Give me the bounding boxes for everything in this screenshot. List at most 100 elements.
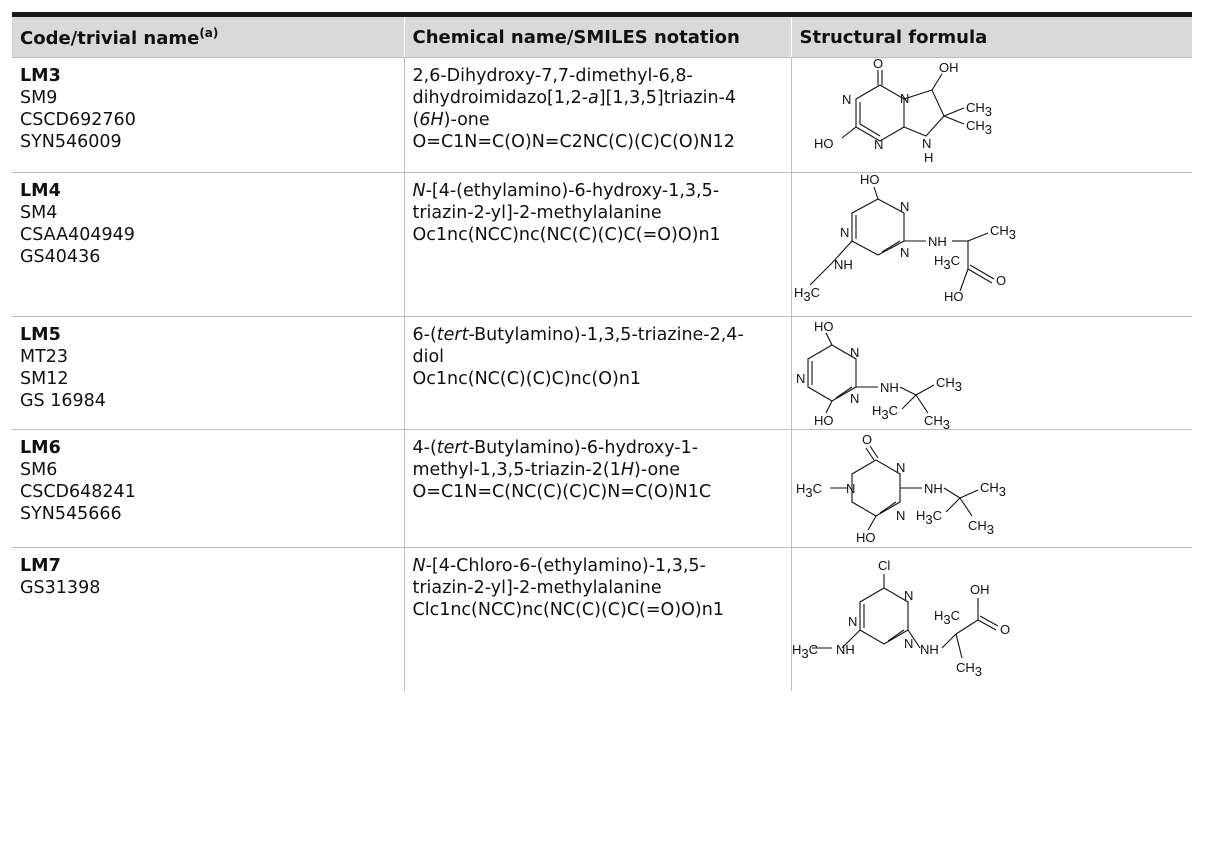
compound-code: LM5 — [20, 325, 61, 345]
chemical-name-line: O=C1N=C(O)N=C2NC(C)(C)C(O)N12 — [413, 131, 783, 153]
methyl-label: C — [950, 253, 959, 268]
chemical-cell: 4-(tert-Butylamino)-6-hydroxy-1-methyl-1… — [403, 429, 791, 548]
compound-alias: GS31398 — [20, 578, 101, 598]
chemical-name-segment: triazin-2-yl]-2-methylalanine — [412, 578, 662, 598]
hydroxyl-label: HO — [814, 136, 834, 151]
methyl-label: C — [810, 285, 819, 300]
svg-text:H3C: H3C — [934, 608, 960, 627]
chemical-name-segment: )-one — [443, 110, 490, 130]
nitrogen-label: N — [900, 91, 909, 106]
nitrogen-label: N — [840, 225, 849, 240]
chemical-name-segment: tert — [436, 325, 469, 345]
chemical-name-segment: )-one — [634, 460, 681, 480]
header-row: Code/trivial name(a) Chemical name/SMILE… — [12, 17, 1192, 58]
chemical-name-segment: tert — [436, 438, 469, 458]
methyl-label: C — [932, 508, 941, 523]
subscript: 3 — [984, 122, 991, 137]
header-structure: Structural formula — [790, 17, 1192, 58]
svg-text:H3C: H3C — [916, 508, 942, 527]
compound-code: LM3 — [20, 66, 61, 86]
oxygen-label: O — [996, 273, 1006, 288]
header-code: Code/trivial name(a) — [12, 17, 404, 58]
methyl-label: CH — [968, 518, 987, 533]
chemical-name-segment: N — [412, 181, 426, 201]
chemical-name-segment: a — [588, 88, 599, 108]
hydroxyl-label: HO — [814, 319, 834, 334]
subscript: 3 — [986, 522, 993, 537]
oxygen-label: O — [873, 58, 883, 71]
svg-text:CH3: CH3 — [936, 375, 962, 394]
hydroxyl-label: HO — [944, 289, 964, 304]
nitrogen-label: N — [846, 481, 855, 496]
hydrogen-label: H — [924, 150, 933, 165]
nitrogen-label: N — [842, 92, 851, 107]
subscript: 3 — [998, 484, 1005, 499]
methyl-label: CH — [924, 413, 943, 428]
compound-table: Code/trivial name(a) Chemical name/SMILE… — [12, 17, 1192, 691]
nitrogen-label: N — [874, 137, 883, 152]
amine-label: NH — [928, 234, 947, 249]
chemical-name-segment: -Butylamino)-1,3,5-triazine-2,4- — [468, 325, 744, 345]
chemical-name-segment: 6H — [419, 110, 444, 130]
chemical-name-line: diol — [413, 346, 783, 368]
nitrogen-label: N — [900, 199, 909, 214]
svg-text:CH3: CH3 — [980, 480, 1006, 499]
chemical-cell: N-[4-Chloro-6-(ethylamino)-1,3,5-triazin… — [403, 547, 791, 691]
header-chemical: Chemical name/SMILES notation — [403, 17, 791, 58]
structure-cell: Cl N N N OH H3C O H3C NH NH CH3 — [790, 547, 1192, 691]
chemical-name-segment: ( — [412, 110, 420, 130]
nitrogen-label: N — [900, 245, 909, 260]
svg-text:CH3: CH3 — [966, 118, 992, 137]
chemical-name-segment: -Butylamino)-6-hydroxy-1- — [468, 438, 699, 458]
chemical-cell: N-[4-(ethylamino)-6-hydroxy-1,3,5-triazi… — [403, 172, 791, 317]
nitrogen-label: N — [922, 136, 931, 151]
subscript: 3 — [801, 646, 808, 661]
chemical-name-segment: O=C1N=C(NC(C)(C)C)N=C(O)N1C — [412, 482, 712, 502]
chemical-name-segment: -[4-(ethylamino)-6-hydroxy-1,3,5- — [425, 181, 720, 201]
chemical-name-segment: H — [620, 460, 635, 480]
methyl-label: H — [934, 608, 943, 623]
structure-cell: HO N N N NH CH3 HO H3C CH3 — [790, 316, 1192, 430]
oxygen-label: O — [1000, 622, 1010, 637]
methyl-label: H — [916, 508, 925, 523]
compound-alias: GS 16984 — [20, 391, 106, 411]
subscript: 3 — [925, 512, 932, 527]
compound-alias: SYN545666 — [20, 504, 122, 524]
methyl-label: H — [792, 642, 801, 657]
methyl-label: C — [950, 608, 959, 623]
compound-code: LM4 — [20, 181, 61, 201]
chemical-name-line: N-[4-Chloro-6-(ethylamino)-1,3,5- — [413, 555, 783, 577]
table-top-rule — [12, 12, 1192, 17]
chemical-name-line: dihydroimidazo[1,2-a][1,3,5]triazin-4 — [413, 87, 783, 109]
hydroxyl-label: HO — [856, 530, 876, 545]
subscript: 3 — [805, 485, 812, 500]
svg-text:CH3: CH3 — [966, 100, 992, 119]
methyl-label: H — [934, 253, 943, 268]
chemical-name-segment: triazin-2-yl]-2-methylalanine — [412, 203, 662, 223]
methyl-label: C — [808, 642, 817, 657]
footnote-marker: (a) — [199, 25, 219, 40]
compound-alias: SM6 — [20, 460, 58, 480]
nitrogen-label: N — [904, 636, 913, 651]
chemical-name-segment: 6-( — [412, 325, 437, 345]
hydroxyl-label: HO — [860, 173, 880, 187]
chlorine-label: Cl — [878, 558, 890, 573]
amine-label: NH — [920, 642, 939, 657]
nitrogen-label: N — [850, 345, 859, 360]
nitrogen-label: N — [896, 508, 905, 523]
chemical-name-segment: ][1,3,5]triazin-4 — [598, 88, 736, 108]
chemical-name-line: 4-(tert-Butylamino)-6-hydroxy-1- — [413, 437, 783, 459]
methyl-label: H — [872, 403, 881, 418]
compound-alias: SYN546009 — [20, 132, 122, 152]
svg-text:H3C: H3C — [796, 481, 822, 500]
svg-text:H3C: H3C — [792, 642, 818, 661]
subscript: 3 — [942, 417, 949, 429]
nitrogen-label: N — [896, 460, 905, 475]
structure-cell: O N N N H3C NH CH3 HO H3C CH3 — [790, 429, 1192, 548]
